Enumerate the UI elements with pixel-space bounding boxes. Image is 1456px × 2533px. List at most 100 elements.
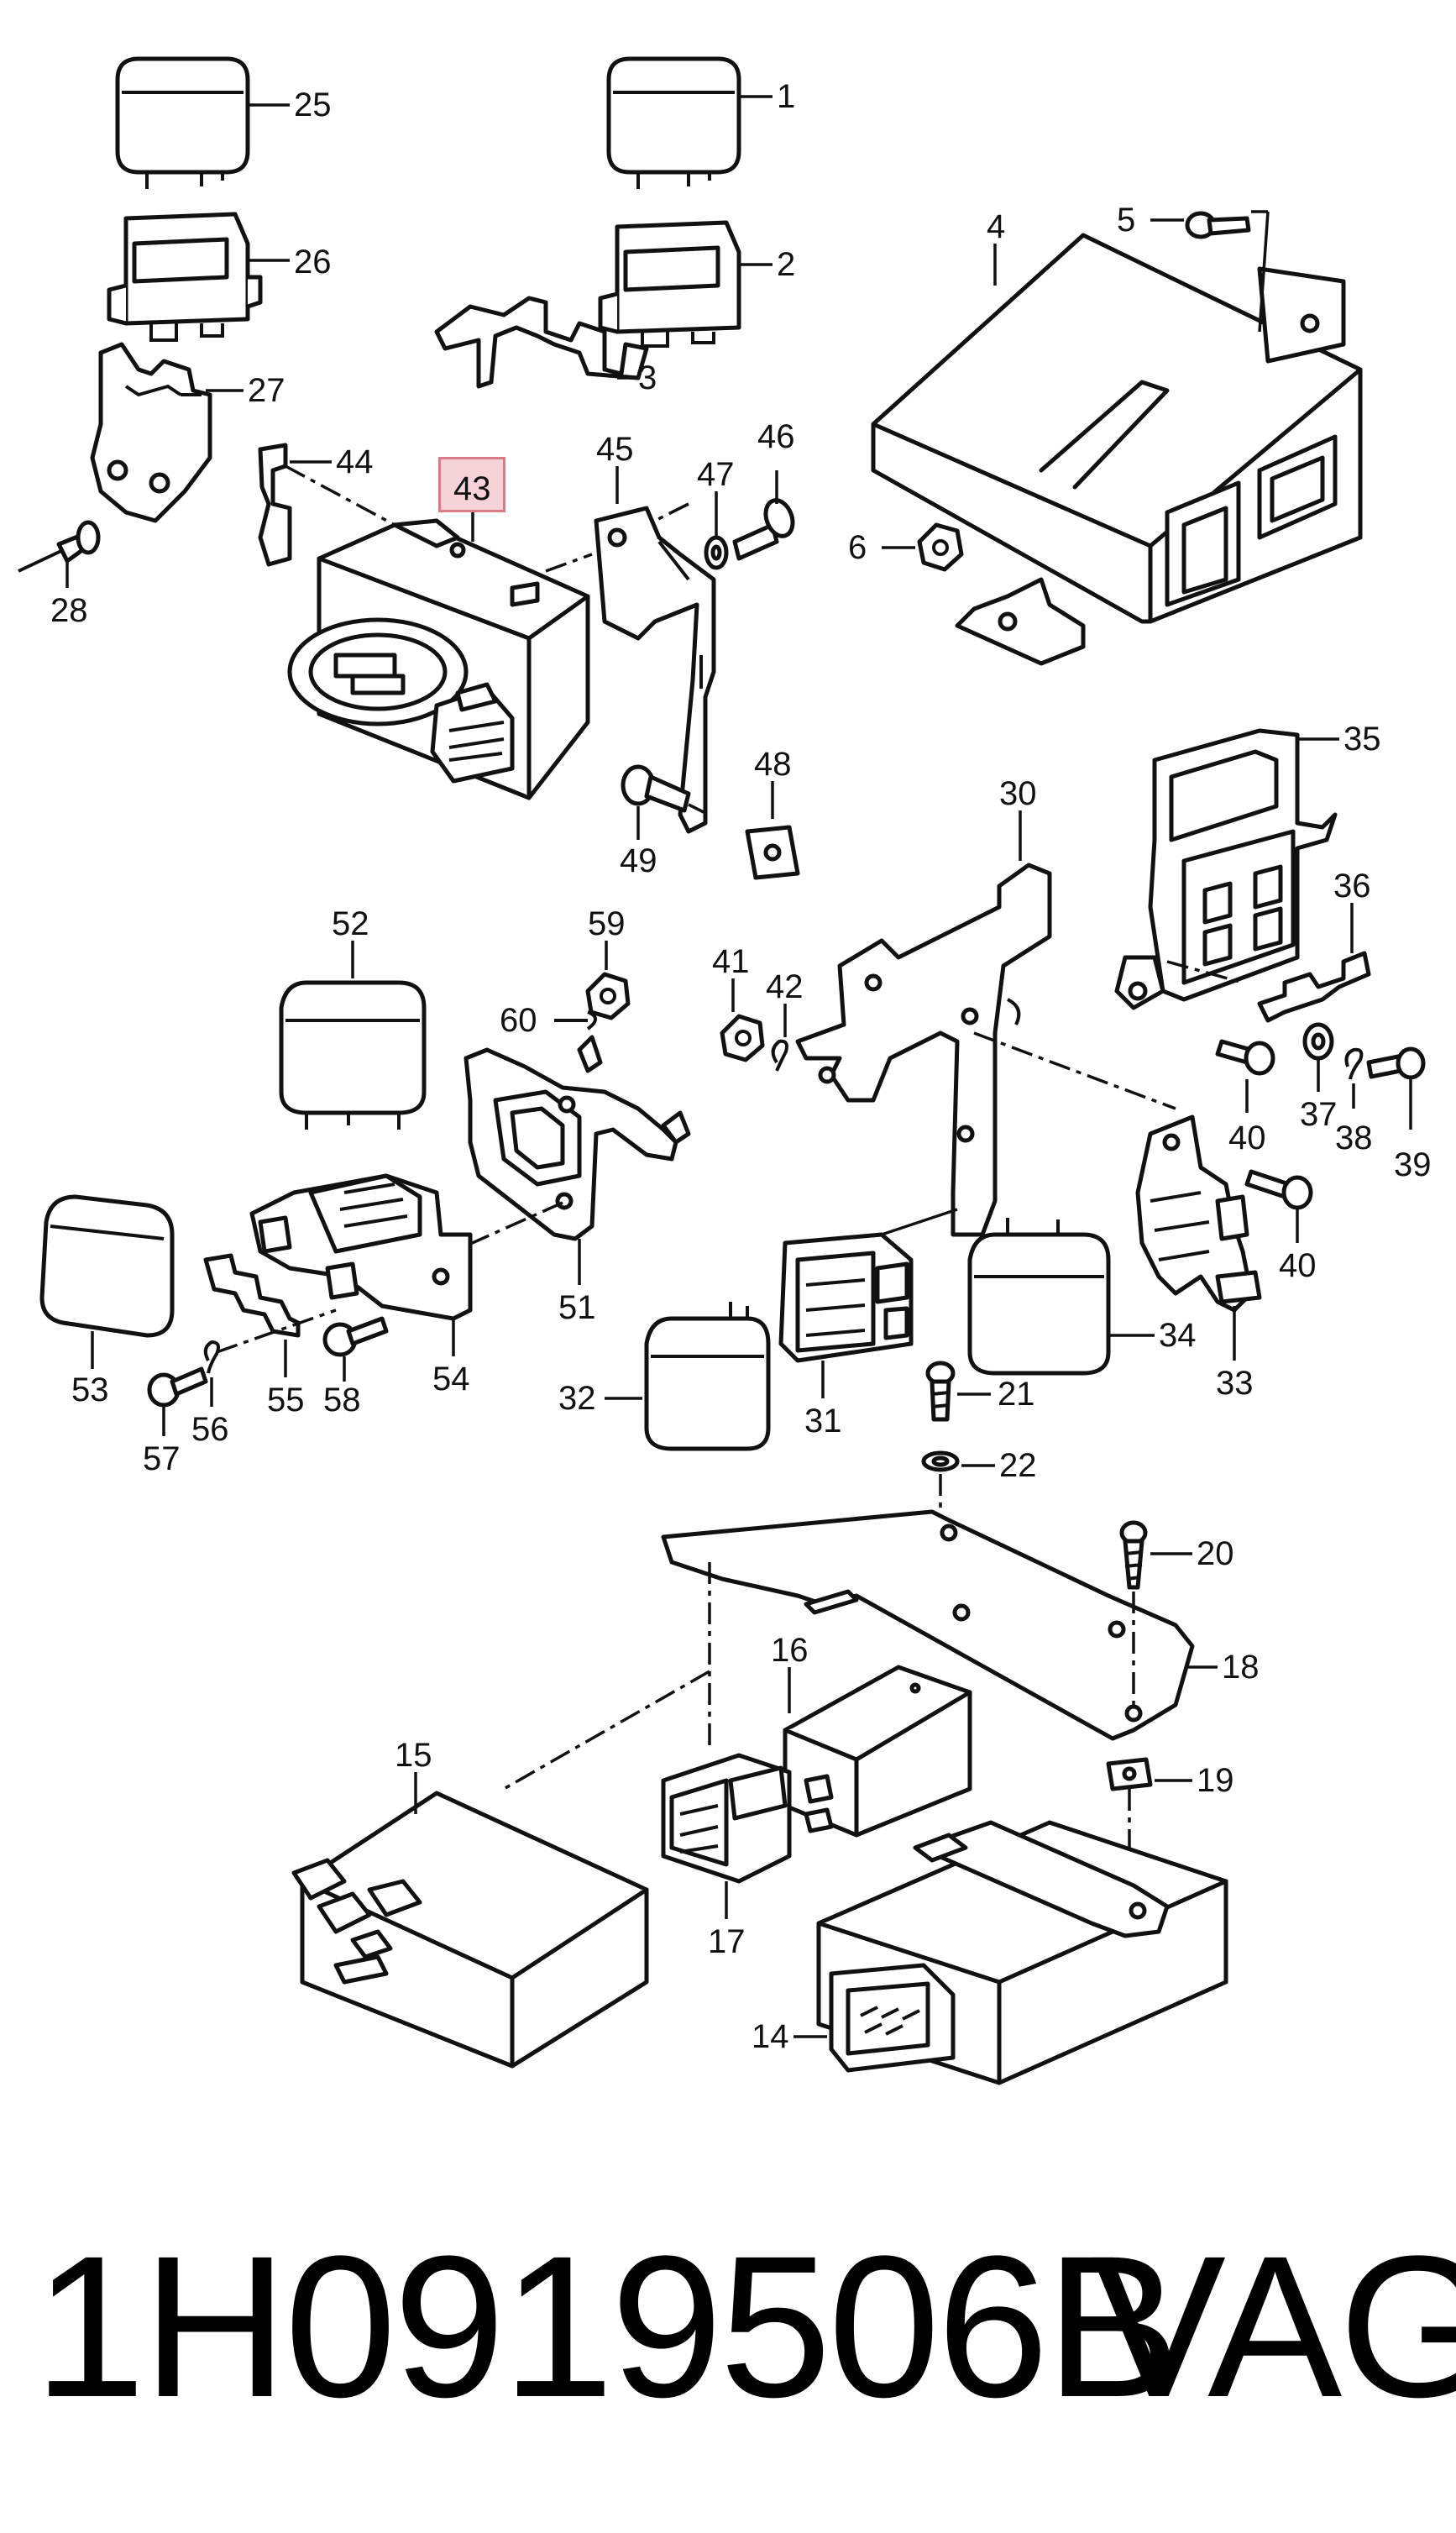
relay-carrier-35	[1114, 728, 1338, 1010]
control-unit-15	[291, 1791, 649, 2069]
callout-40-upper: 40	[1228, 1120, 1266, 1156]
callout-26: 26	[294, 244, 332, 281]
footer: 1H0919506B VAG	[0, 2184, 1456, 2461]
callout-15: 15	[395, 1737, 432, 1774]
screw-40-upper	[1215, 1039, 1275, 1076]
callout-38: 38	[1335, 1120, 1373, 1156]
bracket-30	[795, 863, 1052, 1237]
callout-48: 48	[754, 746, 792, 783]
bracket-51	[464, 1035, 691, 1241]
clip-nut-19	[1106, 1757, 1153, 1791]
gasket-36	[1257, 951, 1371, 1023]
callout-4: 4	[987, 208, 1005, 245]
relay-1	[606, 56, 741, 189]
screw-5	[1185, 211, 1251, 239]
callout-37: 37	[1300, 1096, 1338, 1133]
bracket-3	[434, 296, 649, 389]
screw-46	[732, 498, 795, 561]
screw-40-lower	[1244, 1169, 1313, 1210]
screw-57	[147, 1366, 208, 1408]
callout-28: 28	[50, 592, 88, 629]
callout-33: 33	[1216, 1365, 1254, 1402]
callout-47: 47	[697, 456, 735, 493]
callout-60: 60	[500, 1002, 537, 1039]
callout-27: 27	[248, 372, 285, 409]
highlighted-callout-box	[438, 457, 505, 512]
callout-19: 19	[1197, 1762, 1234, 1799]
callout-1: 1	[777, 78, 795, 115]
callout-39: 39	[1394, 1146, 1432, 1183]
screw-39	[1366, 1046, 1426, 1080]
relay-34	[967, 1218, 1111, 1376]
callout-3: 3	[638, 359, 657, 396]
relay-52	[279, 980, 427, 1130]
screw-20	[1119, 1520, 1148, 1590]
parts-exploded-diagram: 25 1 26 2 3 27 4 5 6 44 43 45 47 46 28 4…	[18, 56, 1432, 2085]
control-unit-43	[287, 518, 590, 800]
bracket-45	[594, 506, 716, 834]
callout-53: 53	[71, 1371, 109, 1408]
callout-30: 30	[999, 775, 1037, 812]
callout-49: 49	[620, 842, 657, 879]
relay-cover-53	[39, 1194, 175, 1338]
callout-6: 6	[848, 529, 867, 566]
screw-21	[925, 1361, 956, 1422]
callout-17: 17	[708, 1923, 746, 1960]
nut-41	[720, 1014, 765, 1062]
washer-47	[704, 535, 729, 570]
callout-25: 25	[294, 87, 332, 123]
washer-22	[921, 1450, 960, 1472]
mounting-plate-18	[661, 1509, 1195, 1741]
callout-52: 52	[332, 905, 369, 942]
control-unit-14	[816, 1820, 1228, 2085]
callout-20: 20	[1197, 1535, 1234, 1572]
callout-22: 22	[999, 1447, 1037, 1484]
relay-socket-31	[778, 1232, 914, 1363]
relay-socket-17	[661, 1753, 792, 1884]
callout-labels: 25 1 26 2 3 27 4 5 6 44 43 45 47 46 28 4…	[50, 78, 1432, 2055]
clip-42	[771, 1039, 788, 1072]
callout-40-lower: 40	[1279, 1247, 1317, 1284]
nut-6	[917, 522, 964, 572]
callout-46: 46	[757, 418, 795, 455]
callout-51: 51	[558, 1289, 596, 1326]
relay-socket-26	[107, 212, 263, 342]
callout-14: 14	[752, 2018, 789, 2055]
relay-32	[644, 1302, 771, 1451]
callout-2: 2	[777, 246, 795, 283]
holder-44	[258, 443, 292, 567]
callout-44: 44	[336, 443, 374, 480]
part-number: 1H0919506B	[34, 2214, 1180, 2439]
callout-34: 34	[1159, 1317, 1197, 1354]
callout-32: 32	[558, 1380, 596, 1417]
callout-5: 5	[1117, 202, 1135, 239]
callout-21: 21	[998, 1376, 1035, 1413]
callout-16: 16	[771, 1632, 809, 1669]
screw-58	[322, 1316, 389, 1357]
callout-42: 42	[766, 968, 804, 1005]
callout-35: 35	[1343, 721, 1381, 758]
clip-nut-48	[745, 825, 800, 880]
relay-25	[115, 56, 250, 189]
callout-43: 43	[453, 470, 491, 507]
washer-37	[1302, 1022, 1334, 1061]
relay-socket-2	[598, 220, 741, 348]
clip-56	[203, 1308, 337, 1374]
rivet-28	[18, 520, 101, 573]
callout-57: 57	[143, 1440, 181, 1477]
callout-55: 55	[267, 1382, 305, 1419]
callout-59: 59	[588, 905, 626, 942]
nut-59	[585, 972, 631, 1020]
relay-socket-54	[249, 1173, 473, 1321]
gasket-55	[203, 1253, 301, 1338]
screw-49	[621, 764, 691, 813]
callout-58: 58	[323, 1382, 361, 1419]
callout-54: 54	[432, 1361, 470, 1398]
bracket-27	[90, 342, 212, 523]
callout-36: 36	[1333, 868, 1371, 905]
washer-60	[554, 1010, 597, 1031]
callout-41: 41	[712, 943, 750, 980]
callout-45: 45	[596, 431, 634, 468]
brand-name: VAG	[1092, 2214, 1456, 2439]
callout-31: 31	[804, 1403, 842, 1440]
